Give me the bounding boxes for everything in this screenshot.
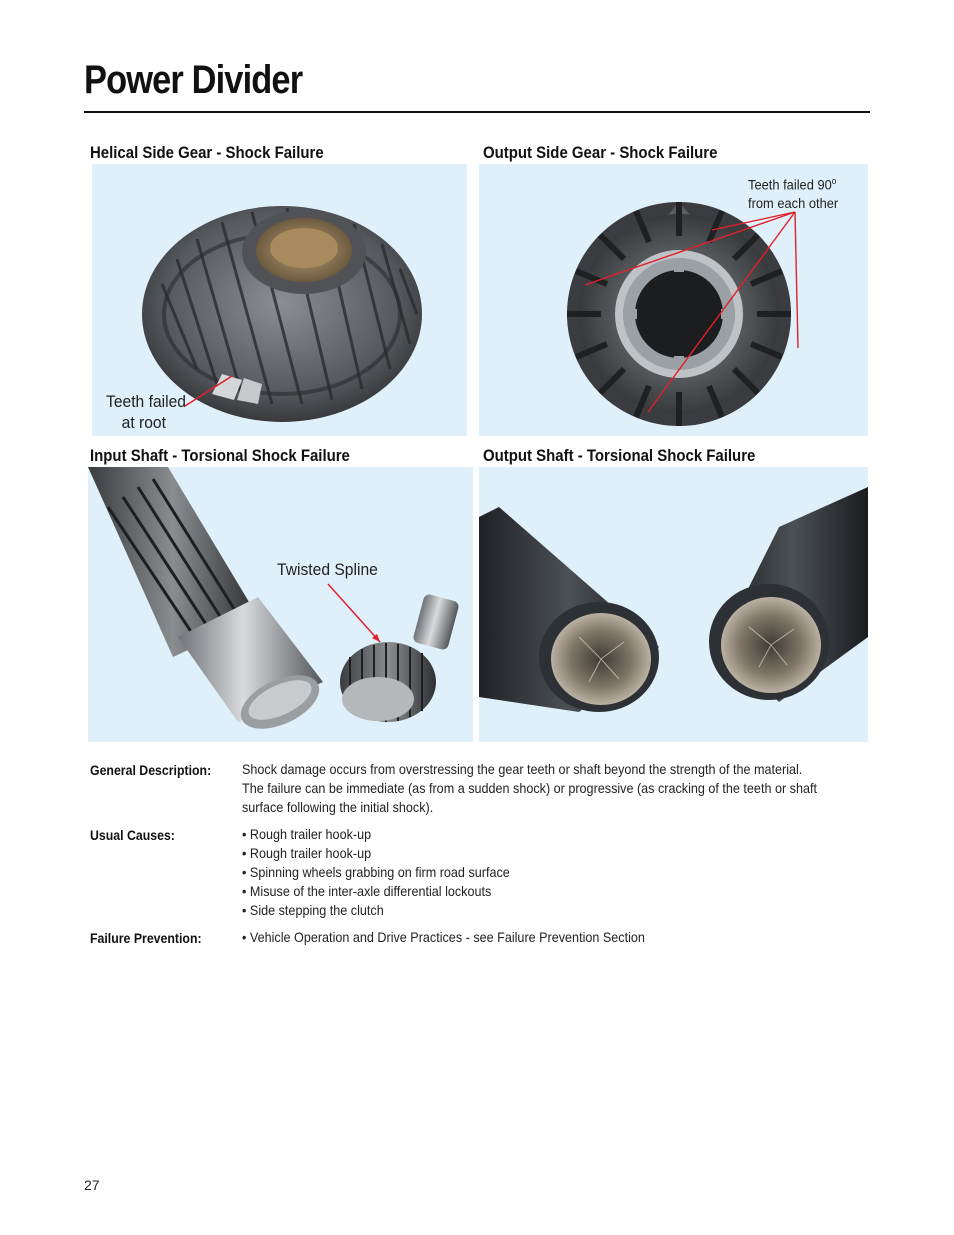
page-number: 27 xyxy=(84,1177,100,1193)
general-description-line-2: The failure can be immediate (as from a … xyxy=(242,780,817,796)
page-title: Power Divider xyxy=(84,58,303,102)
list-item: • Vehicle Operation and Drive Practices … xyxy=(242,929,645,945)
photo-output-side-gear xyxy=(479,164,868,436)
list-item: • Side stepping the clutch xyxy=(242,902,384,918)
figure-caption-output-shaft: Output Shaft - Torsional Shock Failure xyxy=(483,446,756,465)
photo-helical-side-gear xyxy=(92,164,467,436)
helical-gear-illustration xyxy=(142,206,422,422)
title-divider xyxy=(84,111,870,113)
list-item: • Rough trailer hook-up xyxy=(242,845,372,861)
callout-teeth-failed-90: Teeth failed 90o from each other xyxy=(748,172,849,212)
output-shaft-illustration xyxy=(479,487,868,712)
callout-teeth-failed-at-root: Teeth failed at root xyxy=(106,391,189,433)
callout-90-text: Teeth failed 90 xyxy=(748,176,832,193)
callout-line-1: Teeth failed xyxy=(106,392,186,411)
list-item: • Spinning wheels grabbing on firm road … xyxy=(242,864,510,880)
callout-arrow-twisted-spline xyxy=(327,583,381,643)
label-failure-prevention: Failure Prevention: xyxy=(90,930,202,946)
callout-twisted-spline: Twisted Spline xyxy=(277,560,378,579)
output-gear-illustration xyxy=(567,202,791,426)
callout-90-line-2: from each other xyxy=(748,194,839,211)
general-description-line-1: Shock damage occurs from overstressing t… xyxy=(242,761,803,777)
photo-input-shaft xyxy=(88,467,473,742)
callout-arrow-teeth-root xyxy=(184,375,233,407)
callout-line-2: at root xyxy=(121,413,166,432)
list-failure-prevention: • Vehicle Operation and Drive Practices … xyxy=(242,928,870,947)
label-usual-causes: Usual Causes: xyxy=(90,827,175,843)
input-shaft-illustration xyxy=(88,467,459,729)
list-item: • Rough trailer hook-up xyxy=(242,826,372,842)
list-usual-causes: • Rough trailer hook-up • Rough trailer … xyxy=(242,825,870,920)
label-general-description: General Description: xyxy=(90,762,212,778)
figure-caption-input-shaft: Input Shaft - Torsional Shock Failure xyxy=(90,446,350,465)
callout-arrows-teeth-90 xyxy=(584,211,799,413)
figure-caption-helical-side-gear: Helical Side Gear - Shock Failure xyxy=(90,143,324,162)
degree-superscript: o xyxy=(831,176,837,186)
figure-caption-output-side-gear: Output Side Gear - Shock Failure xyxy=(483,143,718,162)
list-item: • Misuse of the inter-axle differential … xyxy=(242,883,492,899)
general-description-line-3: surface following the initial shock). xyxy=(242,799,434,815)
text-general-description: Shock damage occurs from overstressing t… xyxy=(242,760,870,817)
photo-output-shaft xyxy=(479,467,868,742)
